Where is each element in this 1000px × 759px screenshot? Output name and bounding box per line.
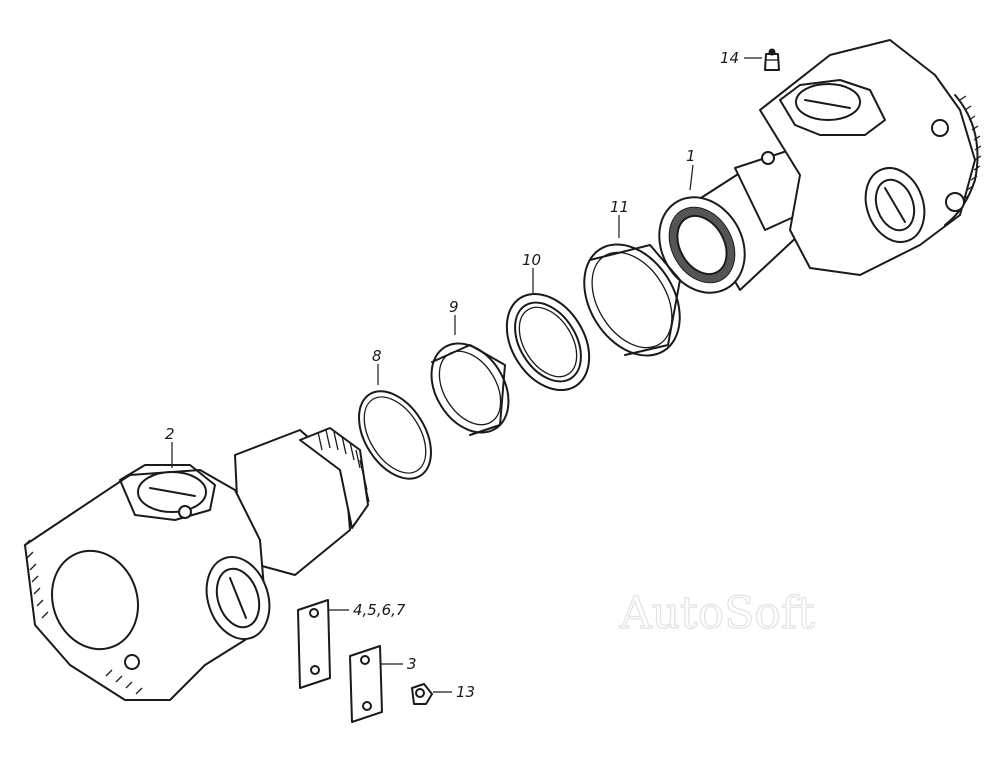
callout-14: 14: [720, 49, 739, 67]
part-4-shim-plate: [297, 599, 331, 689]
callout-11: 11: [610, 198, 629, 216]
callout-2: 2: [165, 425, 175, 443]
leader-1: [689, 164, 694, 191]
callout-1: 1: [686, 147, 696, 165]
part-3-lock-plate: [349, 645, 383, 723]
part-1-sleeve-yoke: [658, 39, 982, 294]
callout-4-5-6-7: 4,5,6,7: [353, 601, 406, 619]
part-8-snap-ring: [358, 390, 432, 480]
part-11-ring: [583, 243, 681, 357]
part-13-bolt: [411, 683, 433, 705]
part-14-grease-fitting: [764, 48, 780, 71]
callout-13: 13: [456, 683, 475, 701]
callout-3: 3: [407, 655, 417, 673]
part-9-bushing: [430, 342, 510, 436]
callout-8: 8: [372, 347, 382, 365]
callout-10: 10: [522, 251, 541, 269]
part-10-seal: [505, 292, 591, 392]
part-2-slip-yoke: [23, 427, 370, 701]
callout-9: 9: [449, 298, 459, 316]
watermark-text: AutoSoft: [619, 588, 815, 639]
